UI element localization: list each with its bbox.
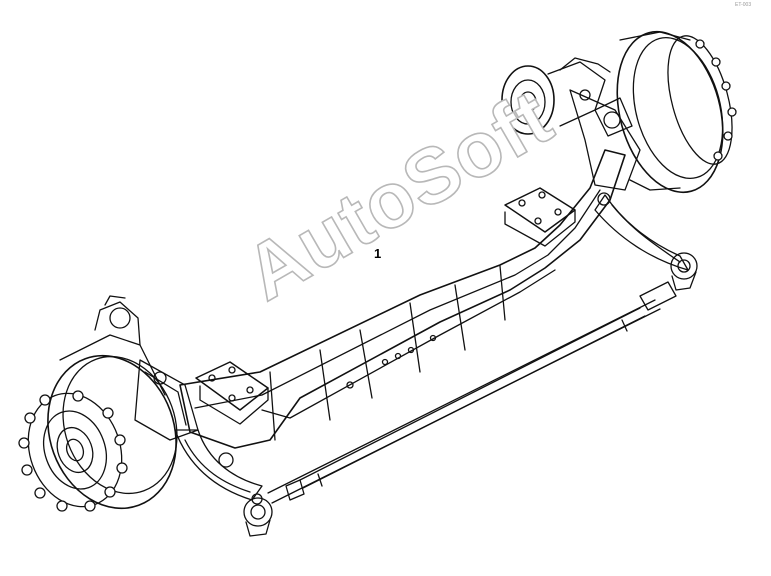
wheel-hub-left [27, 392, 123, 508]
tie-rod [267, 281, 677, 504]
wheel-studs-right [695, 39, 737, 161]
spring-pad-left [195, 361, 269, 425]
tie-rod-end-left [243, 493, 273, 537]
steering-arm-left [174, 429, 263, 501]
brake-chamber-right [501, 57, 611, 135]
spring-pad-right [504, 187, 576, 247]
brake-drum-right [616, 30, 733, 194]
corner-mark: ET-003 [735, 2, 752, 8]
steering-arm-right [594, 192, 689, 271]
steering-knuckle-left [134, 359, 234, 468]
part-callout-label: 1 [374, 246, 382, 261]
wheel-studs-left [18, 390, 128, 512]
axle-beam [179, 149, 626, 449]
steering-knuckle-right [569, 89, 641, 191]
tie-rod-end-right [670, 252, 698, 291]
brake-drum-left [47, 295, 178, 510]
